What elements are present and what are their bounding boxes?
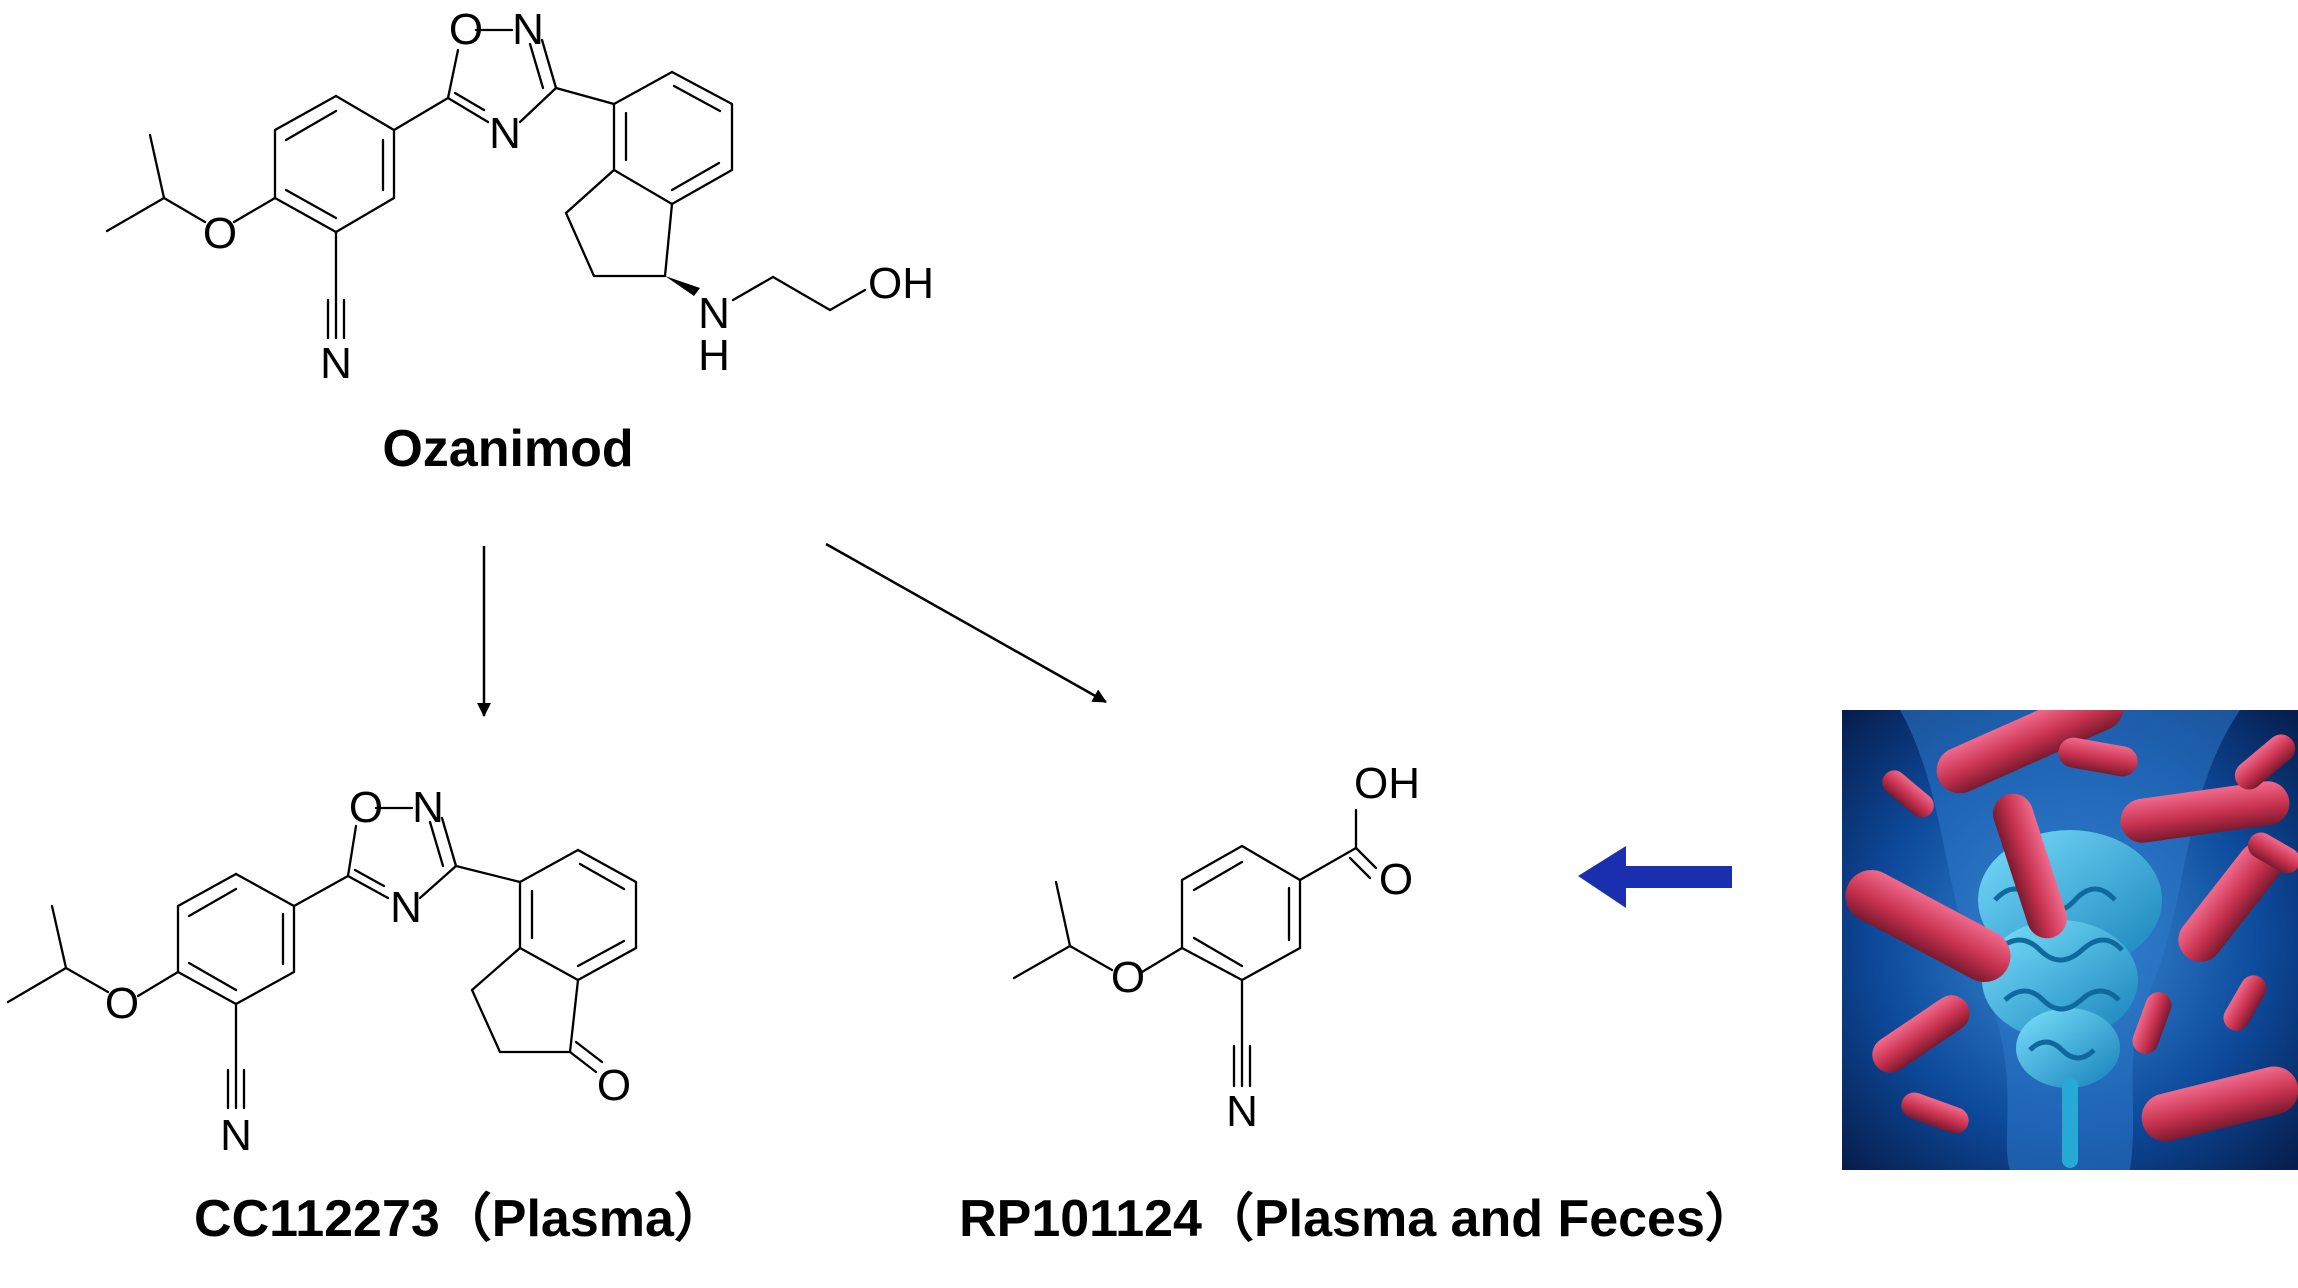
cc112273-label: CC112273（Plasma）	[194, 1190, 726, 1248]
ozanimod-atom-amine-h: H	[698, 331, 730, 380]
arrow-to-rp101124	[825, 542, 1107, 704]
bacteria-group	[1845, 710, 2298, 1142]
cc112273-atom-n2: N	[390, 883, 422, 932]
cc112273-atom-ether-o: O	[105, 979, 139, 1028]
ozanimod-atom-n2: N	[489, 109, 521, 158]
rp101124-atom-nitrile-n: N	[1226, 1087, 1258, 1136]
ozanimod-atom-amine-n: N	[698, 289, 730, 338]
ozanimod-atom-nitrile-n: N	[320, 339, 352, 388]
rp101124-structure: OH O O N	[1012, 759, 1420, 1136]
cc112273-atom-o1: O	[349, 783, 383, 832]
ozanimod-atom-ether-o: O	[203, 209, 237, 258]
cc112273-atom-n1: N	[412, 783, 444, 832]
ozanimod-structure: O N N O N N H OH	[105, 5, 934, 388]
rp101124-atom-oh: OH	[1354, 759, 1420, 808]
cc112273-structure: O N N O N O	[6, 783, 638, 1160]
rp101124-label: RP101124（Plasma and Feces）	[959, 1190, 1757, 1248]
gut-bacteria-illustration	[1842, 710, 2298, 1170]
ozanimod-atom-oh: OH	[868, 259, 934, 308]
ozanimod-atom-n1: N	[512, 5, 544, 54]
cc112273-atom-ketone-o: O	[597, 1061, 631, 1110]
cc112273-atom-nitrile-n: N	[220, 1111, 252, 1160]
ozanimod-label: Ozanimod	[382, 420, 633, 478]
rp101124-atom-o: O	[1379, 855, 1413, 904]
gut-to-rp101124-arrow	[1578, 846, 1732, 908]
ozanimod-atom-o1: O	[449, 5, 483, 54]
rp101124-atom-ether-o: O	[1111, 953, 1145, 1002]
